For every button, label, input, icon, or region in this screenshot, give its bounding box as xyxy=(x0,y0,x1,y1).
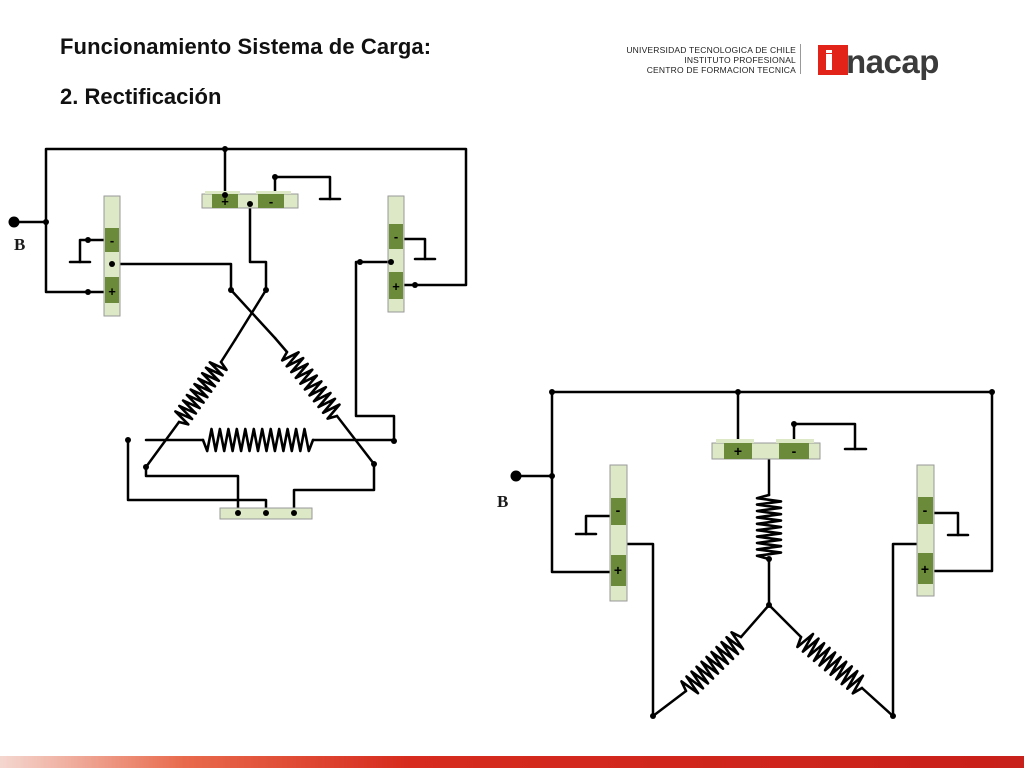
delta-terminal-label: B xyxy=(14,235,25,254)
star-top-minus: - xyxy=(792,443,797,459)
page-subtitle: 2. Rectificación xyxy=(60,84,222,109)
delta-right-minus: - xyxy=(394,229,398,244)
star-diode-right xyxy=(916,464,935,597)
coil-winding-6 xyxy=(796,632,865,695)
delta-top-minus: - xyxy=(269,194,273,209)
delta-top-plus: + xyxy=(221,194,229,209)
institution-line-3: CENTRO DE FORMACION TECNICA xyxy=(646,65,796,75)
star-diode-top xyxy=(711,439,821,460)
institution-text: UNIVERSIDAD TECNOLOGICA DE CHILE INSTITU… xyxy=(626,45,796,75)
delta-rectifier-diagram xyxy=(12,147,468,515)
delta-diodes xyxy=(103,191,405,520)
delta-left-plus: + xyxy=(108,284,116,299)
delta-left-minus: - xyxy=(110,233,114,248)
star-right-minus: - xyxy=(923,502,928,518)
institution-line-2: INSTITUTO PROFESIONAL xyxy=(684,55,796,65)
coil-winding-2 xyxy=(280,350,341,420)
star-top-plus: + xyxy=(734,443,742,459)
coil-winding-3 xyxy=(201,427,315,453)
star-right-plus: + xyxy=(921,561,929,577)
star-left-plus: + xyxy=(614,562,622,578)
star-terminal-label: B xyxy=(497,492,508,511)
logo-divider xyxy=(800,44,801,74)
coil-winding-4 xyxy=(755,493,783,561)
diode-left xyxy=(103,195,121,317)
coil-winding-5 xyxy=(680,631,745,695)
delta-right-plus: + xyxy=(392,279,400,294)
star-diode-left xyxy=(609,464,628,602)
star-left-minus: - xyxy=(616,502,621,518)
footer-bar xyxy=(0,756,1024,768)
star-diodes xyxy=(609,439,935,602)
diode-right xyxy=(387,195,405,313)
delta-nodes xyxy=(8,146,418,516)
coil-winding-1 xyxy=(174,360,228,426)
institution-line-1: UNIVERSIDAD TECNOLOGICA DE CHILE xyxy=(626,45,796,55)
page-title: Funcionamiento Sistema de Carga: xyxy=(60,34,432,59)
logo-wordmark: nacap xyxy=(846,43,939,80)
star-nodes xyxy=(510,389,995,719)
inacap-logo-icon xyxy=(818,45,848,75)
